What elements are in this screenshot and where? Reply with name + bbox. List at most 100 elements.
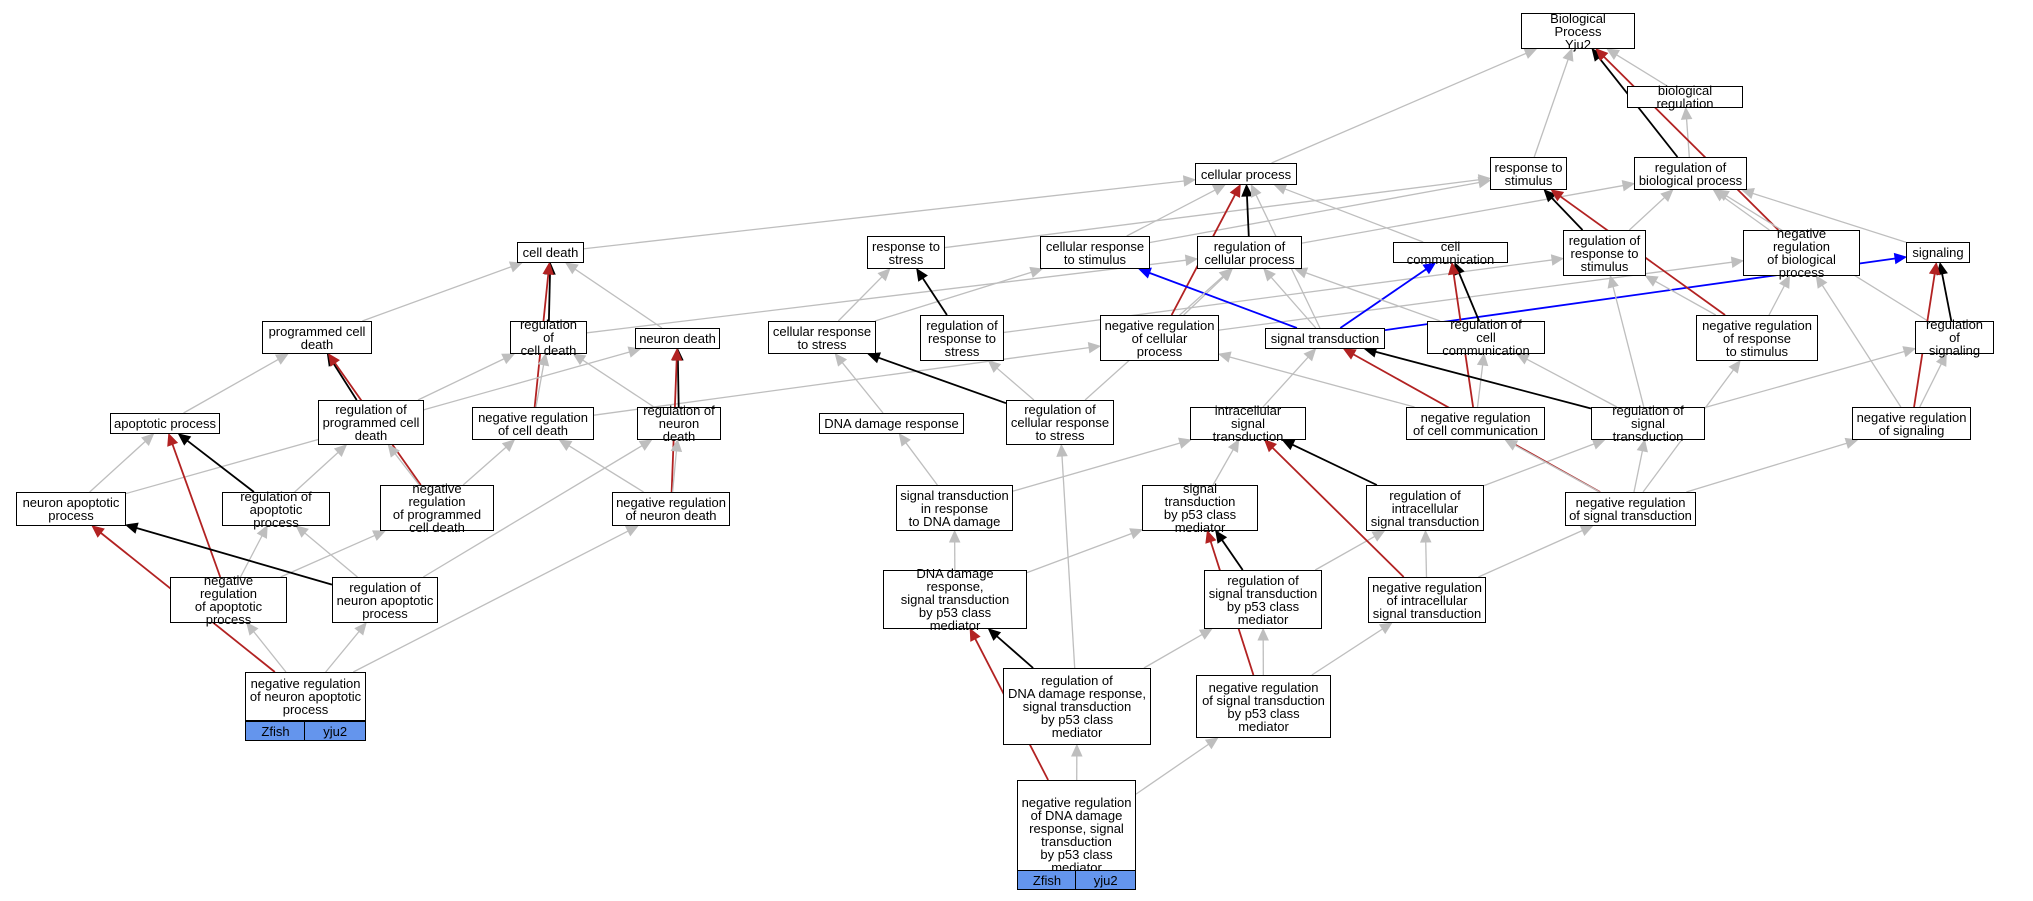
edge-negatively-regulates	[171, 444, 222, 578]
edge-is-a	[905, 442, 938, 486]
edge-is-a	[1612, 286, 1645, 408]
edge-arrowhead	[1476, 352, 1489, 367]
term-node-cc[interactable]: cell communication	[1393, 240, 1508, 266]
term-node-sig[interactable]: signaling	[1906, 242, 1970, 263]
term-node-ist[interactable]: intracellular signal transduction	[1190, 404, 1306, 443]
term-node-ddr[interactable]: DNA damage response	[819, 413, 964, 434]
edge-is-a	[841, 362, 884, 414]
term-node-nrsig[interactable]: negative regulation of signaling	[1852, 407, 1971, 440]
term-node-nrnap[interactable]: negative regulation of neuron apoptotic …	[245, 672, 366, 721]
edge-arrowhead	[1607, 274, 1619, 289]
edge-arrowhead	[1227, 438, 1240, 453]
edge-arrowhead	[1562, 47, 1574, 62]
term-node-breg[interactable]: biological regulation	[1627, 84, 1743, 110]
edge-arrowhead	[1728, 360, 1741, 374]
term-node-nrnd[interactable]: negative regulation of neuron death	[612, 492, 730, 526]
term-node-rcd[interactable]: regulation of cell death	[510, 318, 587, 357]
edge-is-a	[1686, 442, 1847, 493]
edge-arrowhead	[1595, 48, 1609, 62]
edge-is-a	[325, 631, 360, 673]
edge-arrowhead	[1281, 439, 1296, 451]
edge-arrowhead	[1579, 525, 1594, 536]
term-node-nrbp[interactable]: negative regulation of biological proces…	[1743, 227, 1860, 279]
term-node-rtst[interactable]: response to stress	[867, 236, 945, 269]
edge-arrowhead	[91, 525, 105, 538]
edge-arrowhead	[1902, 346, 1917, 358]
edge-arrowhead	[1550, 189, 1565, 202]
term-node-stdd[interactable]: signal transduction in response to DNA d…	[896, 485, 1013, 531]
term-node-rrts[interactable]: regulation of response to stimulus	[1563, 230, 1646, 276]
term-node-rnd[interactable]: regulation of neuron death	[637, 404, 721, 443]
edge-arrowhead	[1680, 106, 1693, 120]
term-node-rcc[interactable]: regulation of cell communication	[1427, 318, 1545, 357]
term-node-cd[interactable]: cell death	[517, 242, 584, 263]
edge-arrowhead	[1211, 184, 1226, 196]
edge-arrowhead	[501, 439, 516, 452]
term-node-ap[interactable]: apoptotic process	[110, 413, 220, 434]
term-node-cp[interactable]: cellular process	[1195, 163, 1297, 185]
edge-arrowhead	[1936, 261, 1948, 276]
term-node-crst[interactable]: cellular response to stress	[768, 321, 876, 354]
term-node-rap[interactable]: regulation of apoptotic process	[222, 490, 330, 529]
term-node-rcp[interactable]: regulation of cellular process	[1197, 236, 1302, 269]
term-node-rist[interactable]: regulation of intracellular signal trans…	[1366, 485, 1484, 531]
edge-is-a	[582, 359, 655, 408]
term-node-rrst[interactable]: regulation of response to stress	[920, 315, 1004, 361]
term-node-rts[interactable]: response to stimulus	[1490, 157, 1567, 190]
edge-arrowhead	[1716, 189, 1730, 201]
term-node-rnap[interactable]: regulation of neuron apoptotic process	[332, 577, 438, 623]
term-node-rpcd[interactable]: regulation of programmed cell death	[318, 400, 424, 445]
edge-arrowhead	[1250, 183, 1262, 198]
edge-arrowhead	[1182, 175, 1197, 187]
term-node-stp53[interactable]: signal transduction by p53 class mediato…	[1142, 482, 1258, 534]
edge-is-a	[1262, 356, 1309, 408]
term-node-rstp53[interactable]: regulation of signal transduction by p53…	[1204, 570, 1322, 629]
edge-arrowhead	[274, 353, 289, 365]
term-node-nrst[interactable]: negative regulation of signal transducti…	[1565, 492, 1696, 526]
edge-arrowhead	[295, 525, 309, 538]
edge-arrowhead	[177, 433, 192, 446]
term-node-rddrp53[interactable]: regulation of DNA damage response, signa…	[1003, 668, 1151, 745]
edge-arrowhead	[558, 439, 573, 451]
edge-arrowhead	[508, 261, 523, 273]
edge-arrowhead	[1644, 275, 1659, 287]
term-node-nrcp[interactable]: negative regulation of cellular process	[1100, 315, 1219, 361]
edge-is-a	[1271, 52, 1527, 164]
term-node-bp[interactable]: Biological Process Yju2	[1521, 12, 1635, 51]
edge-arrowhead	[1263, 439, 1277, 453]
term-node-nrcc[interactable]: negative regulation of cell communicatio…	[1406, 407, 1545, 440]
edge-arrowhead	[387, 444, 400, 458]
edge-arrowhead	[1087, 341, 1102, 354]
edge-arrowhead	[372, 530, 386, 541]
term-node-nrap[interactable]: negative regulation of apoptotic process	[170, 574, 287, 626]
term-node-nap[interactable]: neuron apoptotic process	[16, 492, 126, 526]
edge-arrowhead	[501, 353, 516, 365]
term-node-nrpcd[interactable]: negative regulation of programmed cell d…	[380, 482, 494, 534]
term-node-nrrts[interactable]: negative regulation of response to stimu…	[1696, 315, 1818, 361]
term-node-rcrs[interactable]: regulation of cellular response to stres…	[1006, 400, 1114, 445]
edge-arrowhead	[627, 346, 642, 358]
edge-is-a	[1655, 280, 1717, 316]
edge-arrowhead	[1606, 48, 1621, 60]
edge-arrowhead	[987, 360, 1002, 373]
term-node-rbp[interactable]: regulation of biological process	[1634, 157, 1747, 190]
edge-arrowhead	[1516, 353, 1530, 365]
term-node-rst[interactable]: regulation of signal transduction	[1591, 404, 1705, 443]
edge-positively-regulates	[1339, 268, 1427, 329]
edge-arrowhead	[898, 433, 911, 447]
edge-part-of	[332, 362, 358, 401]
edge-is-a	[89, 440, 146, 493]
term-node-pcd[interactable]: programmed cell death	[262, 321, 372, 354]
term-node-ddrp53[interactable]: DNA damage response, signal transduction…	[883, 567, 1027, 632]
edge-is-a	[1061, 455, 1076, 669]
term-node-rsig[interactable]: regulation of signaling	[1915, 318, 1994, 357]
term-node-crts[interactable]: cellular response to stimulus	[1040, 236, 1150, 269]
edge-arrowhead	[1184, 254, 1199, 266]
term-node-nrstp53[interactable]: negative regulation of signal transducti…	[1196, 675, 1331, 738]
edge-is-a	[535, 364, 545, 408]
term-node-nd[interactable]: neuron death	[635, 328, 720, 349]
term-node-nrist[interactable]: negative regulation of intracellular sig…	[1368, 577, 1486, 623]
term-node-nrcd[interactable]: negative regulation of cell death	[472, 407, 594, 440]
term-node-st[interactable]: signal transduction	[1265, 328, 1385, 349]
edge-arrowhead	[1178, 437, 1192, 449]
